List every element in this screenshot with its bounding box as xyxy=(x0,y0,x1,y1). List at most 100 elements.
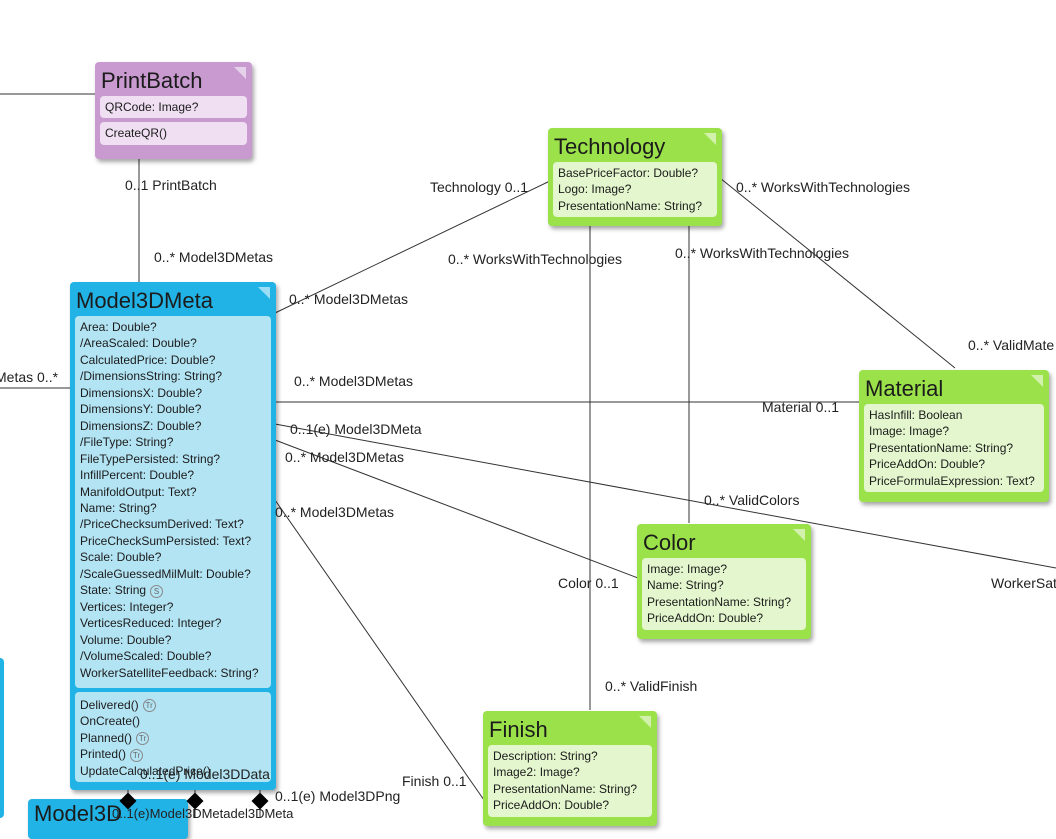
attribute: Name: String? xyxy=(80,500,157,515)
assoc-label: 0..* WorksWithTechnologies xyxy=(448,251,623,267)
attribute: InfillPercent: Double? xyxy=(80,468,195,483)
assoc-label: 0..* ValidColors xyxy=(704,492,800,508)
class-model3dmeta[interactable]: Model3DMeta Area: Double? /AreaScaled: D… xyxy=(70,282,276,790)
attribute: /FileType: String? xyxy=(80,435,174,450)
assoc-label: 0..* Model3DMetas xyxy=(154,249,274,265)
methods-section: Delivered()Tr OnCreate() Planned()Tr Pri… xyxy=(75,692,271,783)
assoc-label: 0..1(e)Model3DMetadel3DMeta xyxy=(112,806,294,821)
attributes-section: Image: Image? Name: String? Presentation… xyxy=(642,558,806,630)
partial-class-left xyxy=(0,658,4,818)
assoc-label: Color 0..1 xyxy=(558,575,619,591)
assoc-label: Technology 0..1 xyxy=(430,179,529,195)
class-technology[interactable]: Technology BasePriceFactor: Double? Logo… xyxy=(548,128,722,226)
class-printbatch[interactable]: PrintBatch QRCode: Image? CreateQR() xyxy=(95,62,252,159)
attribute: HasInfill: Boolean xyxy=(869,408,963,422)
attributes-section: QRCode: Image? xyxy=(100,96,247,119)
attribute: /DimensionsString: String? xyxy=(80,369,223,384)
collapse-corner-icon[interactable] xyxy=(258,287,270,299)
attribute: BasePriceFactor: Double? xyxy=(558,166,699,180)
method: CreateQR() xyxy=(105,126,168,141)
method: Delivered()Tr xyxy=(80,697,266,713)
assoc-label: 0..* Model3DMetas xyxy=(289,291,409,307)
class-material[interactable]: Material HasInfill: Boolean Image: Image… xyxy=(859,370,1049,502)
line-model3dmeta-workersat xyxy=(274,423,1056,569)
assoc-label: 0..* ValidMate xyxy=(968,337,1055,353)
attribute: PriceAddOn: Double? xyxy=(869,457,986,472)
assoc-label: WorkerSat xyxy=(991,575,1056,591)
collapse-corner-icon[interactable] xyxy=(793,529,805,541)
assoc-label: Material 0..1 xyxy=(762,399,840,415)
collapse-corner-icon[interactable] xyxy=(1031,375,1043,387)
class-finish[interactable]: Finish Description: String? Image2: Imag… xyxy=(483,711,657,826)
method: Planned()Tr xyxy=(80,730,266,746)
attribute: Image: Image? xyxy=(869,424,950,439)
assoc-label: Finish 0..1 xyxy=(402,773,467,789)
class-title: Color xyxy=(643,530,696,555)
methods-section: CreateQR() xyxy=(100,122,247,145)
attribute: PresentationName: String? xyxy=(869,440,1014,455)
assoc-label: 0..* ValidFinish xyxy=(605,678,698,694)
attribute: FileTypePersisted: String? xyxy=(80,451,221,466)
assoc-label: 0..* Model3DMetas xyxy=(275,504,395,520)
attribute: PresentationName: String? xyxy=(493,781,638,796)
attributes-section: BasePriceFactor: Double? Logo: Image? Pr… xyxy=(553,162,717,218)
assoc-label: 0..1(e) Model3DPng xyxy=(275,788,401,804)
attribute: PriceAddOn: Double? xyxy=(493,798,610,813)
attribute: /VolumeScaled: Double? xyxy=(80,649,212,664)
class-title: Model3DMeta xyxy=(76,288,213,313)
line-model3dmeta-color xyxy=(274,439,639,579)
attribute: PriceAddOn: Double? xyxy=(647,611,764,626)
attribute: Name: String? xyxy=(647,578,724,593)
trigger-badge-icon: Tr xyxy=(130,748,144,762)
assoc-label: 0..* Model3DMetas xyxy=(285,449,405,465)
class-title: Technology xyxy=(554,134,666,159)
attribute: Area: Double? xyxy=(80,320,157,334)
attribute: VerticesReduced: Integer? xyxy=(80,616,222,631)
trigger-badge-icon: Tr xyxy=(136,732,150,746)
attribute: Image2: Image? xyxy=(493,765,580,780)
attribute: DimensionsY: Double? xyxy=(80,402,202,417)
method: Printed()Tr xyxy=(80,746,266,762)
line-technology-material xyxy=(719,177,956,369)
collapse-corner-icon[interactable] xyxy=(234,67,246,79)
state-badge-icon: S xyxy=(150,584,164,598)
assoc-label: Metas 0..* xyxy=(0,369,59,385)
attribute: PresentationName: String? xyxy=(647,594,792,609)
method: OnCreate() xyxy=(80,714,141,729)
attribute: ManifoldOutput: Text? xyxy=(80,484,197,499)
attribute: PriceFormulaExpression: Text? xyxy=(869,473,1035,488)
attribute: PriceCheckSumPersisted: Text? xyxy=(80,533,252,548)
line-model3dmeta-finish xyxy=(274,499,485,801)
attribute: Scale: Double? xyxy=(80,550,162,565)
attribute: /ScaleGuessedMilMult: Double? xyxy=(80,566,251,581)
attribute: WorkerSatelliteFeedback: String? xyxy=(80,665,259,680)
attribute: CalculatedPrice: Double? xyxy=(80,352,216,367)
collapse-corner-icon[interactable] xyxy=(704,133,716,145)
assoc-label: 0..1 PrintBatch xyxy=(125,177,217,193)
method: UpdateCalculatedPrice() xyxy=(80,763,211,778)
assoc-label: 0..* Model3DMetas xyxy=(294,373,414,389)
class-title: PrintBatch xyxy=(101,68,203,93)
attribute: DimensionsZ: Double? xyxy=(80,418,202,433)
attribute: Logo: Image? xyxy=(558,182,632,197)
attribute: DimensionsX: Double? xyxy=(80,385,203,400)
class-color[interactable]: Color Image: Image? Name: String? Presen… xyxy=(637,524,811,639)
collapse-corner-icon[interactable] xyxy=(639,716,651,728)
assoc-label: 0..1(e) Model3DData xyxy=(140,766,270,782)
attributes-section: Description: String? Image2: Image? Pres… xyxy=(488,745,652,817)
attribute: /AreaScaled: Double? xyxy=(80,336,197,351)
assoc-label: 0..1(e) Model3DMeta xyxy=(290,421,422,437)
assoc-label: 0..* WorksWithTechnologies xyxy=(675,245,850,261)
attribute: PresentationName: String? xyxy=(558,198,703,213)
attributes-section: Area: Double? /AreaScaled: Double? Calcu… xyxy=(75,316,271,688)
assoc-label: 0..* WorksWithTechnologies xyxy=(736,179,911,195)
class-title: Material xyxy=(865,376,944,401)
attribute: Description: String? xyxy=(493,749,598,763)
attribute: Image: Image? xyxy=(647,562,728,576)
trigger-badge-icon: Tr xyxy=(142,699,156,713)
class-title: Finish xyxy=(489,717,548,742)
attributes-section: HasInfill: Boolean Image: Image? Present… xyxy=(864,404,1044,493)
attribute: QRCode: Image? xyxy=(105,100,199,114)
line-technology-model3dmeta xyxy=(274,179,553,314)
